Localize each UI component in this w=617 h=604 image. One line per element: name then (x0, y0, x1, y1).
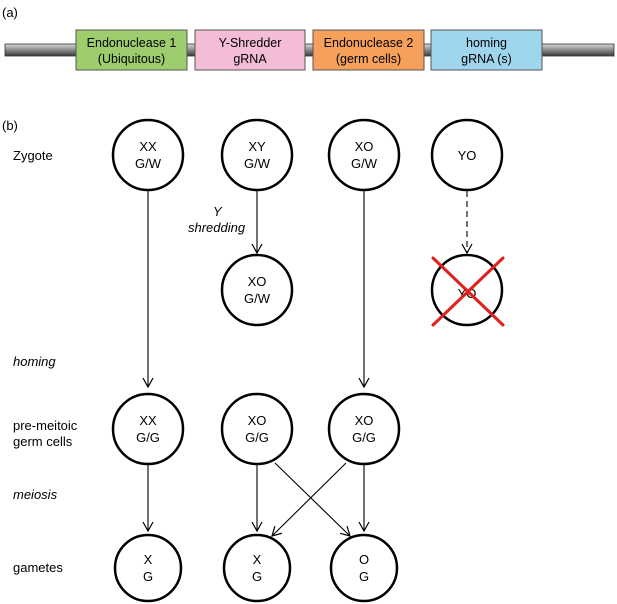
row-label-zygote: Zygote (13, 148, 53, 163)
panel-a-label: (a) (2, 5, 18, 20)
genotype: G/W (135, 156, 162, 171)
cell-circle (220, 118, 294, 192)
karyotype: XO (248, 274, 267, 289)
zygote-yo: YO (430, 118, 504, 192)
segment-line2: gRNA (233, 52, 267, 66)
zygote-xx: XX G/W (111, 118, 185, 192)
segment-box (312, 29, 425, 71)
arrow-xo-germ2-to-x-gamete (271, 462, 347, 537)
genotype: G (143, 569, 153, 584)
row-label-premeiotic-2: germ cells (13, 434, 73, 449)
construct-segment-y-shredder: Y-Shredder gRNA (194, 29, 306, 71)
germ-cell-xo-1: XO G/G (220, 392, 294, 466)
construct-segment-homing-grna: homing gRNA (s) (430, 29, 543, 71)
genotype: G/W (244, 156, 271, 171)
segment-line2: (germ cells) (336, 52, 401, 66)
karyotype: X (253, 552, 262, 567)
cell-circle (220, 392, 294, 466)
cell-circle (111, 118, 185, 192)
construct-segment-endonuclease-2: Endonuclease 2 (germ cells) (312, 29, 425, 71)
karyotype: YO (458, 148, 477, 163)
genotype: G (359, 569, 369, 584)
cell-circle (222, 533, 292, 603)
genotype: G (252, 569, 262, 584)
genotype: G/W (351, 156, 378, 171)
karyotype: XO (355, 139, 374, 154)
genotype: G/W (244, 291, 271, 306)
karyotype: XY (248, 139, 266, 154)
cell-circle (327, 118, 401, 192)
segment-line1: Endonuclease 2 (324, 36, 414, 50)
germ-cell-xx: XX G/G (111, 392, 185, 466)
karyotype: XX (139, 413, 157, 428)
y-shredding-label-1: Y (213, 204, 223, 219)
segment-line2: (Ubiquitous) (98, 52, 165, 66)
cell-circle (327, 392, 401, 466)
cell-circle (113, 533, 183, 603)
segment-box (430, 29, 543, 71)
segment-line1: Y-Shredder (219, 36, 282, 50)
row-label-meiosis: meiosis (13, 487, 58, 502)
cell-yo-nonviable: YO (430, 253, 505, 327)
genotype: G/G (136, 430, 160, 445)
gamete-x-2: X G (222, 533, 292, 603)
karyotype: XX (139, 139, 157, 154)
segment-line1: homing (466, 36, 507, 50)
red-cross-icon (431, 256, 505, 327)
gamete-x-1: X G (113, 533, 183, 603)
cross-stroke (431, 256, 505, 327)
zygote-xy: XY G/W (220, 118, 294, 192)
row-label-premeiotic-1: pre-meitoic (13, 418, 78, 433)
panel-b-label: (b) (2, 118, 18, 133)
karyotype: XO (355, 413, 374, 428)
cell-circle (111, 392, 185, 466)
karyotype: O (359, 552, 369, 567)
cell-xo-after-shredding: XO G/W (220, 253, 294, 327)
segment-line1: Endonuclease 1 (87, 36, 177, 50)
karyotype: XO (248, 413, 267, 428)
karyotype: X (144, 552, 153, 567)
arrow-xo-germ1-to-o-gamete (274, 462, 351, 537)
genotype: G/G (352, 430, 376, 445)
cell-circle (430, 118, 504, 192)
segment-box (194, 29, 306, 71)
cell-circle (220, 253, 294, 327)
gamete-o: O G (329, 533, 399, 603)
germ-cell-xo-2: XO G/G (327, 392, 401, 466)
row-label-gametes: gametes (13, 560, 63, 575)
y-shredding-label-2: shredding (188, 220, 246, 235)
construct-segment-endonuclease-1: Endonuclease 1 (Ubiquitous) (75, 29, 188, 71)
genotype: G/G (245, 430, 269, 445)
segment-box (75, 29, 188, 71)
segment-line2: gRNA (s) (461, 52, 512, 66)
cell-circle (329, 533, 399, 603)
zygote-xo: XO G/W (327, 118, 401, 192)
row-label-homing: homing (13, 354, 56, 369)
